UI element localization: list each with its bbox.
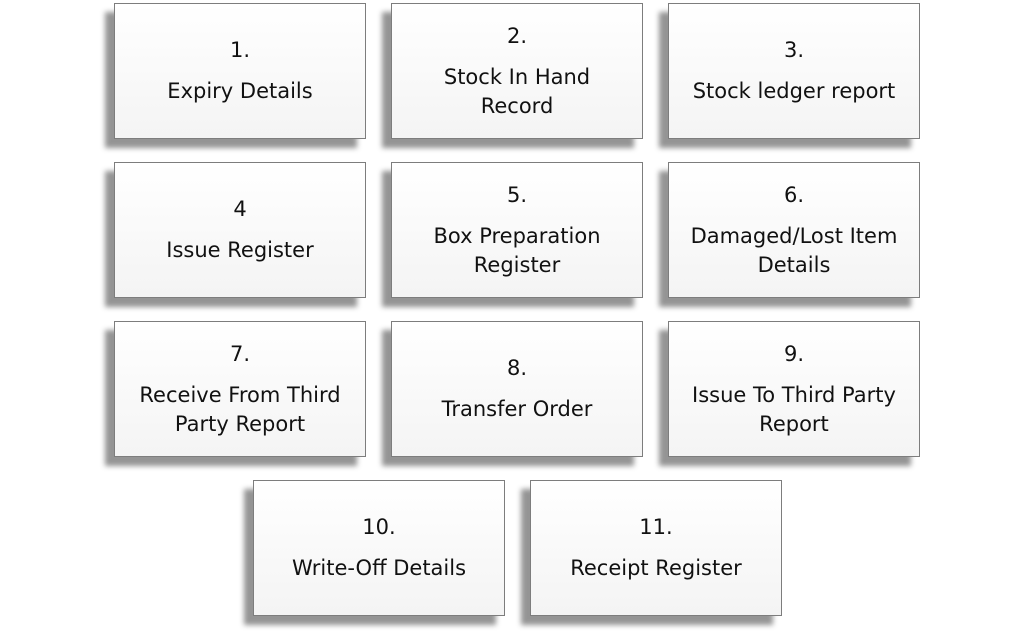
card-number: 10. xyxy=(362,515,396,539)
card-title-line: Record xyxy=(480,93,554,118)
card-title: Damaged/Lost Item Details xyxy=(691,222,898,280)
card-number: 4 xyxy=(233,197,247,221)
card-title: Receipt Register xyxy=(570,554,742,583)
card-title-line: Stock In Hand xyxy=(443,64,591,89)
card-title: Stock In Hand Record xyxy=(444,63,590,121)
card-title-line: Damaged/Lost Item xyxy=(690,223,898,248)
card-number: 11. xyxy=(639,515,673,539)
card-title: Write-Off Details xyxy=(292,554,466,583)
card-damaged-lost-item-details[interactable]: 6. Damaged/Lost Item Details xyxy=(668,162,920,298)
card-issue-to-third-party-report[interactable]: 9. Issue To Third Party Report xyxy=(668,321,920,457)
card-number: 8. xyxy=(506,356,528,380)
card-issue-register[interactable]: 4 Issue Register xyxy=(114,162,366,298)
card-write-off-details[interactable]: 10. Write-Off Details xyxy=(253,480,505,616)
card-receipt-register[interactable]: 11. Receipt Register xyxy=(530,480,782,616)
card-title: Issue To Third Party Report xyxy=(692,381,896,439)
card-title-line: Details xyxy=(757,252,831,277)
card-number: 5. xyxy=(506,182,528,207)
card-title-line: Stock ledger report xyxy=(692,79,896,103)
card-number: 9. xyxy=(783,341,805,366)
card-title: Receive From Third Party Report xyxy=(139,381,340,439)
card-title-line: Write-Off Details xyxy=(291,556,467,580)
card-title-line: Issue To Third Party xyxy=(692,382,896,407)
card-title: Expiry Details xyxy=(167,77,312,106)
card-title-line: Transfer Order xyxy=(441,397,593,421)
card-number: 3. xyxy=(783,38,805,62)
card-number: 1. xyxy=(229,38,251,62)
card-title-line: Receipt Register xyxy=(570,556,742,580)
card-title: Stock ledger report xyxy=(693,77,896,106)
card-title-line: Expiry Details xyxy=(167,79,313,103)
card-stock-in-hand-record[interactable]: 2. Stock In Hand Record xyxy=(391,3,643,139)
card-title-line: Party Report xyxy=(174,411,306,436)
card-number: 7. xyxy=(229,341,251,366)
card-title: Box Preparation Register xyxy=(433,222,600,280)
card-title-line: Register xyxy=(473,252,561,277)
card-expiry-details[interactable]: 1. Expiry Details xyxy=(114,3,366,139)
card-box-preparation-register[interactable]: 5. Box Preparation Register xyxy=(391,162,643,298)
card-title: Issue Register xyxy=(166,236,313,265)
card-title: Transfer Order xyxy=(442,395,593,424)
card-number: 2. xyxy=(506,23,528,48)
card-title-line: Receive From Third xyxy=(139,382,341,407)
card-title-line: Issue Register xyxy=(166,238,314,262)
card-transfer-order[interactable]: 8. Transfer Order xyxy=(391,321,643,457)
card-title-line: Box Preparation xyxy=(433,223,601,248)
card-receive-from-third-party-report[interactable]: 7. Receive From Third Party Report xyxy=(114,321,366,457)
card-stock-ledger-report[interactable]: 3. Stock ledger report xyxy=(668,3,920,139)
card-number: 6. xyxy=(783,182,805,207)
card-title-line: Report xyxy=(759,411,829,436)
